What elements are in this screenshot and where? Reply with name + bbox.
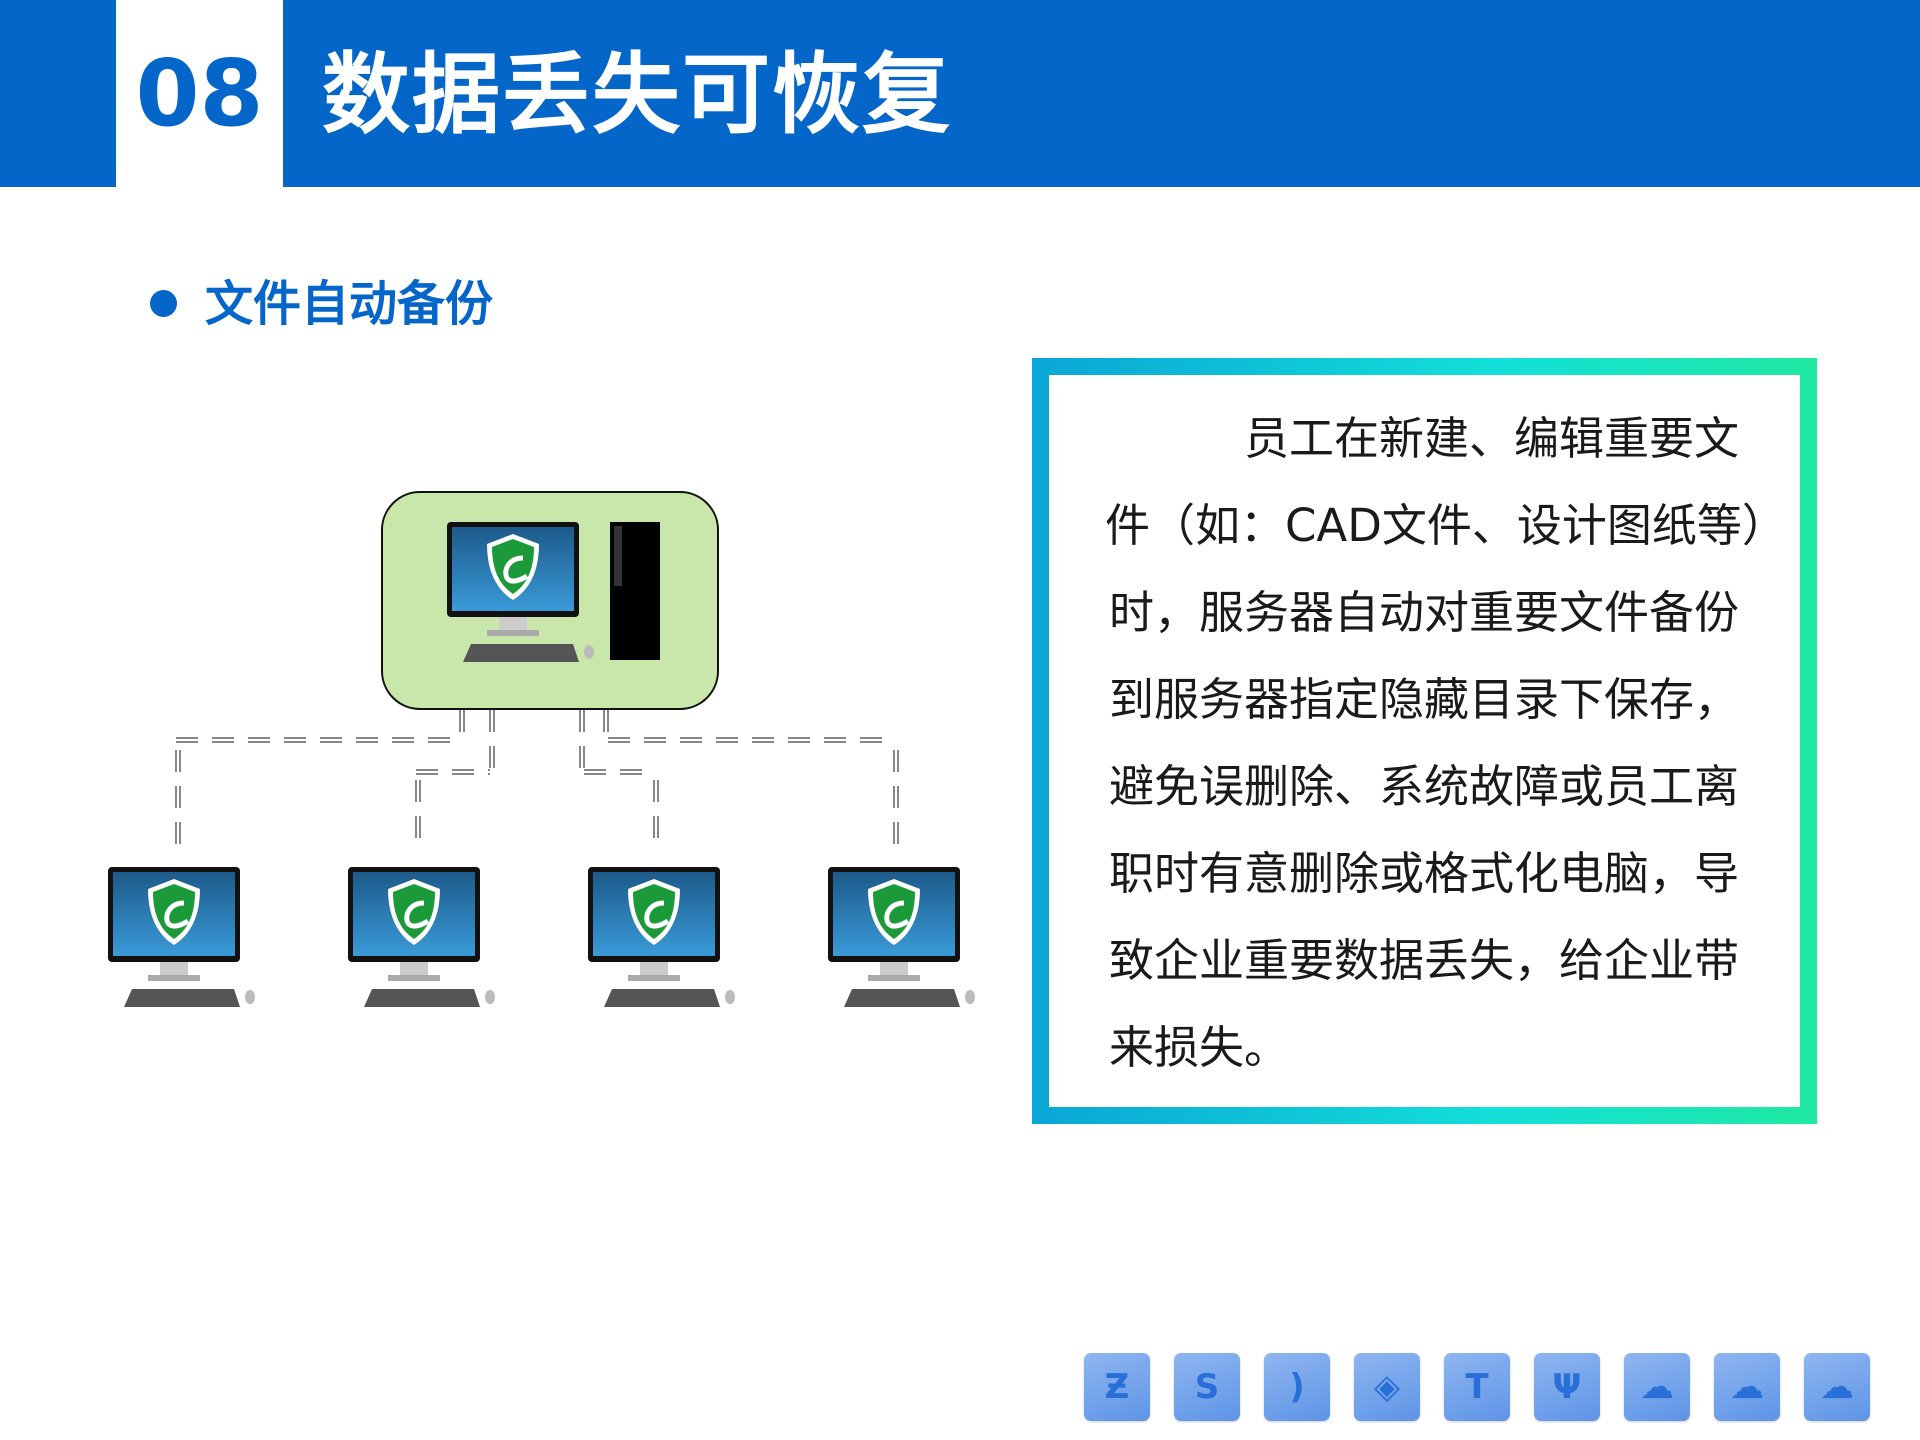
network-diagram <box>0 491 1000 1030</box>
client-computer-2 <box>348 867 495 1007</box>
connection-lines <box>175 710 899 850</box>
description-line: 避免误删除、系统故障或员工离 <box>1109 760 1740 813</box>
client-computer-3 <box>588 867 735 1007</box>
feather-icon: ) <box>1264 1353 1330 1421</box>
description-line: 时，服务器自动对重要文件备份 <box>1109 586 1740 639</box>
product-icon-row: Ƶ S ) ◈ T Ψ ☁ ☁ ☁ <box>1084 1353 1870 1421</box>
shield-orbit-icon: ◈ <box>1354 1353 1420 1421</box>
client-computer-4 <box>828 867 975 1007</box>
header-bar: 08 数据丢失可恢复 <box>0 0 1920 187</box>
shield-usb-icon: Ψ <box>1534 1353 1600 1421</box>
client-computer-1 <box>108 867 255 1007</box>
server-node <box>381 491 719 710</box>
t-logo-icon: T <box>1444 1353 1510 1421</box>
description-line: 件（如：CAD文件、设计图纸等） <box>1105 499 1787 552</box>
description-line: 到服务器指定隐藏目录下保存， <box>1109 673 1740 726</box>
shield-z-icon: Ƶ <box>1084 1353 1150 1421</box>
description-box: 员工在新建、编辑重要文 件（如：CAD文件、设计图纸等） 时，服务器自动对重要文… <box>1032 358 1817 1124</box>
description-line: 来损失。 <box>1109 1021 1290 1074</box>
description-line: 职时有意删除或格式化电脑，导 <box>1109 847 1740 900</box>
description-line: 员工在新建、编辑重要文 <box>1244 412 1740 465</box>
description-line: 致企业重要数据丢失，给企业带 <box>1109 934 1740 987</box>
shield-s-icon: S <box>1174 1353 1240 1421</box>
cloud-slash-icon: ☁ <box>1624 1353 1690 1421</box>
section-title: 文件自动备份 <box>205 276 494 332</box>
cloud-document-icon: ☁ <box>1714 1353 1780 1421</box>
cloud-check-icon: ☁ <box>1804 1353 1870 1421</box>
bullet-dot <box>150 290 177 317</box>
page-title: 数据丢失可恢复 <box>322 43 953 146</box>
section-number: 08 <box>116 0 283 187</box>
